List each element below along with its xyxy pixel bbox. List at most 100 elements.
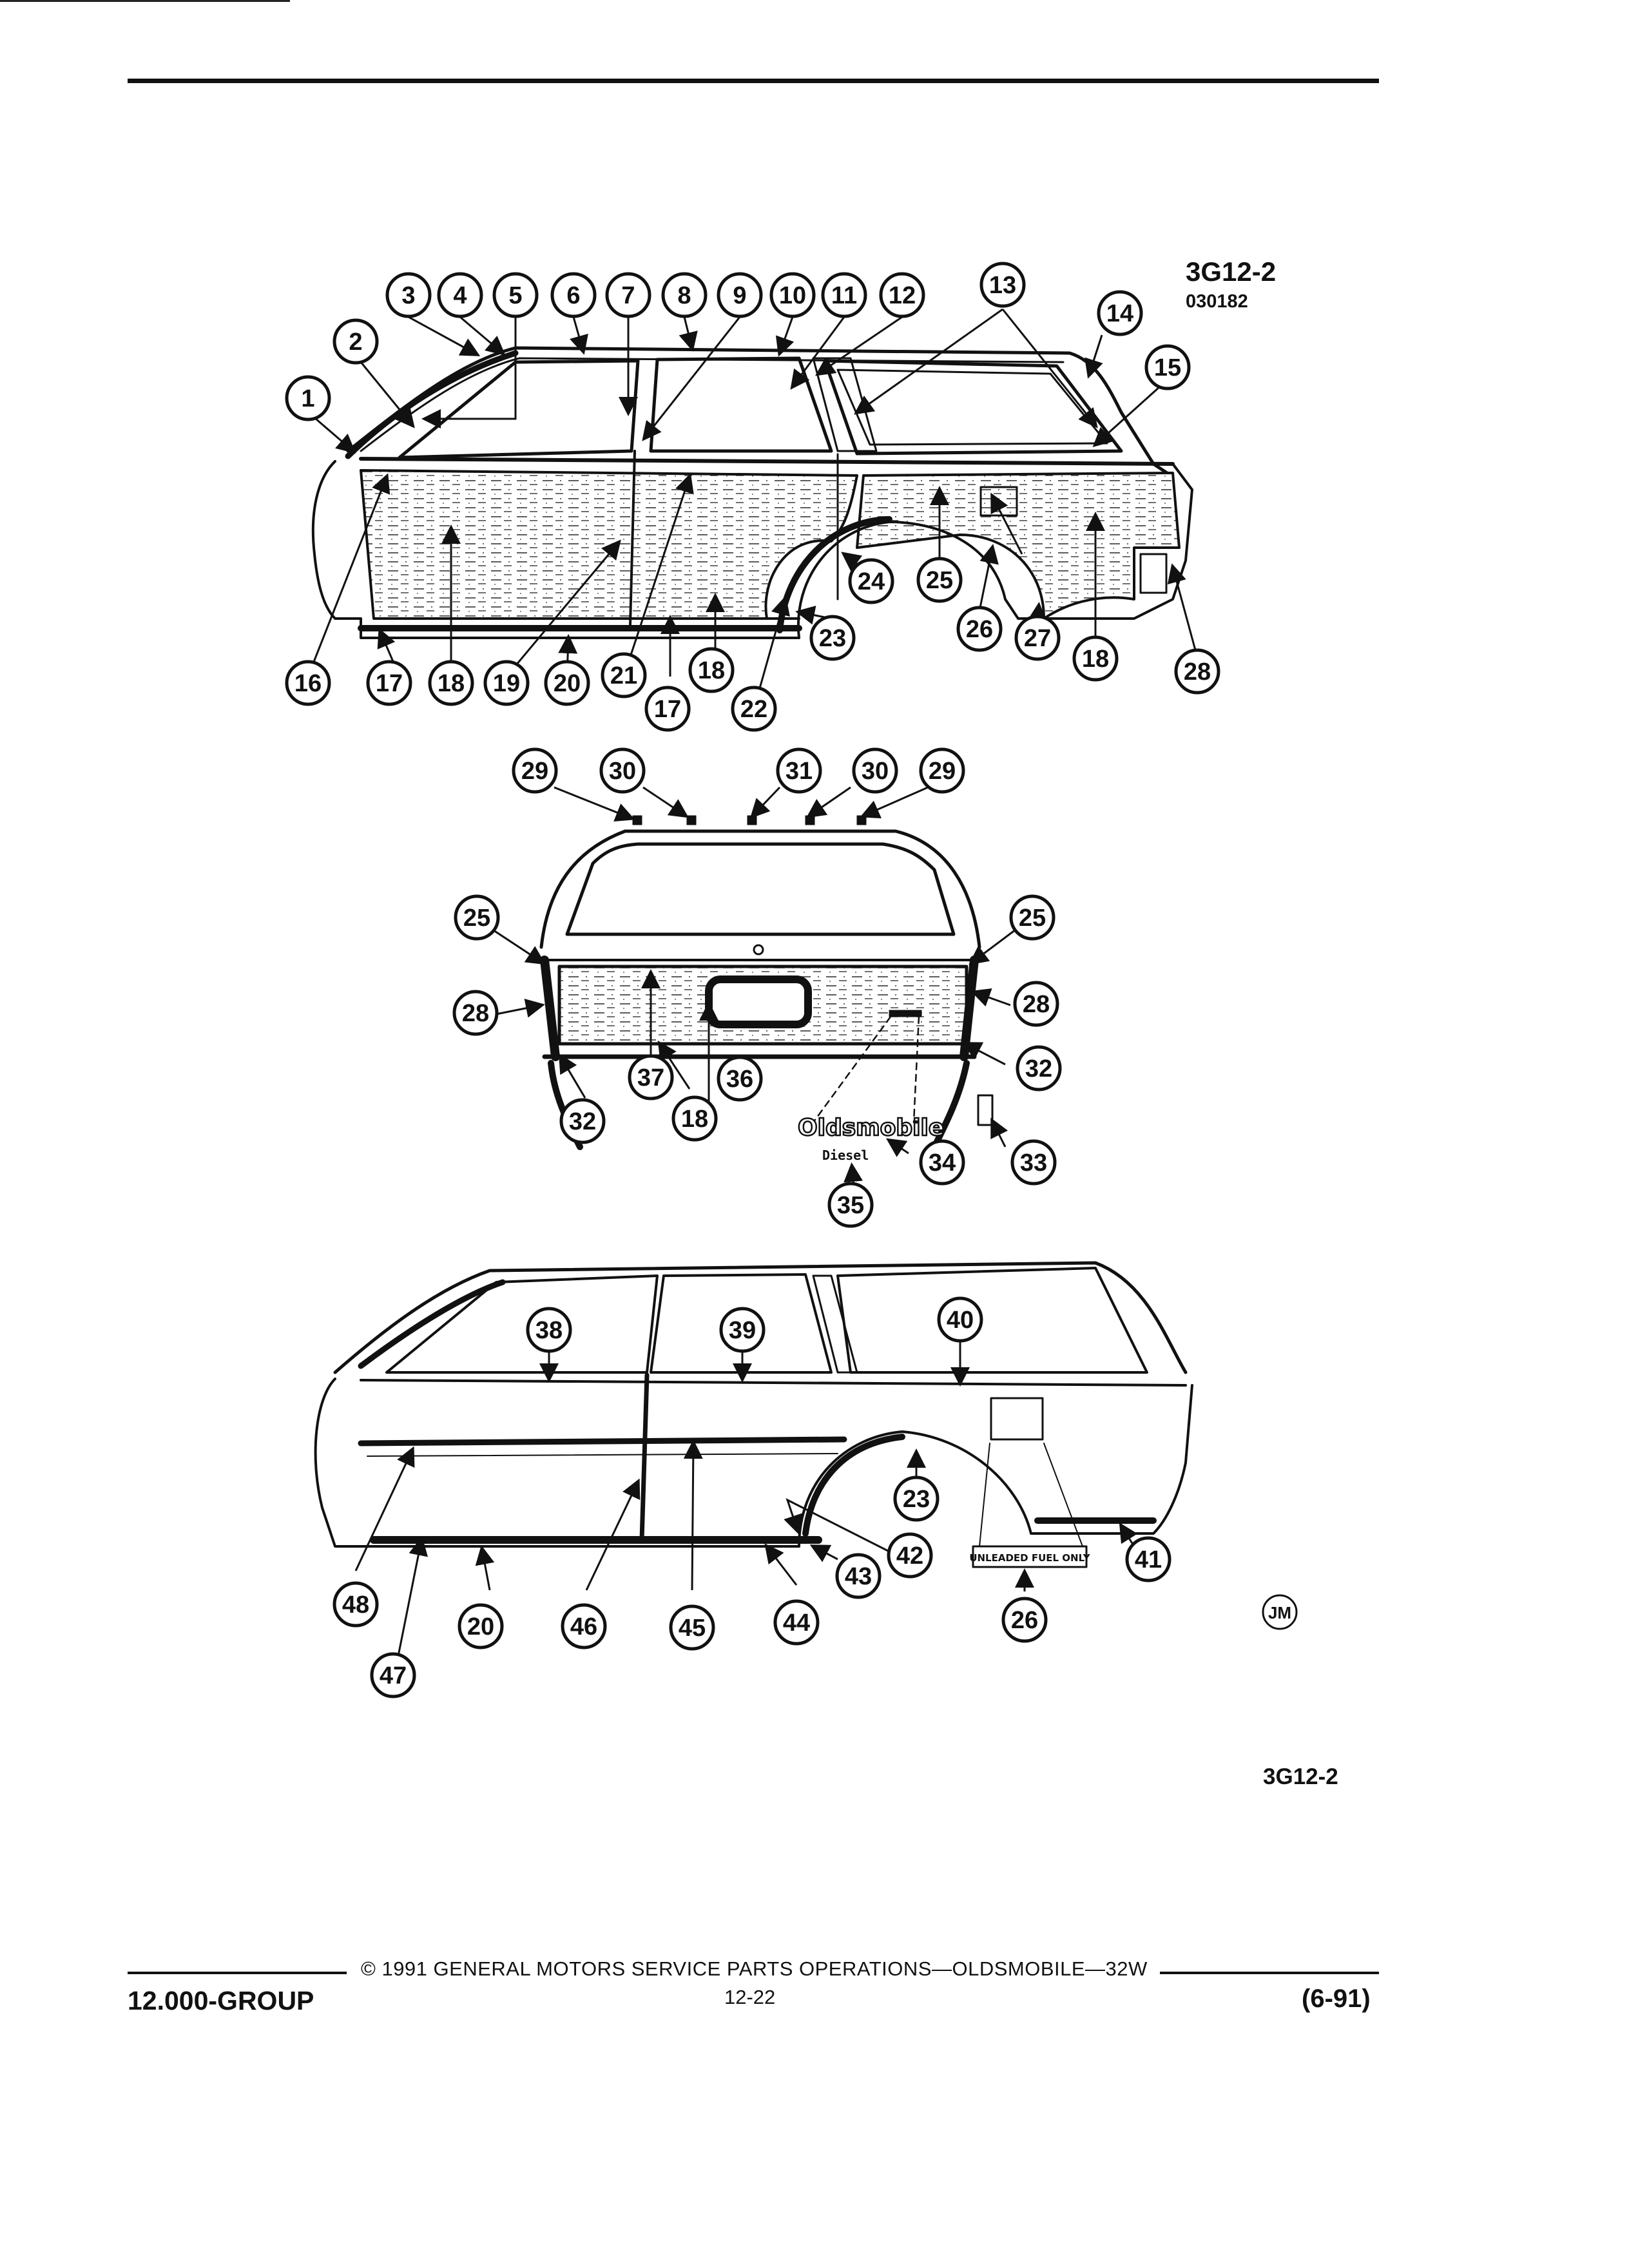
callout-circle-rear_view-4: [919, 747, 965, 794]
callout-circle-lower_view-12: [1001, 1597, 1048, 1643]
callout-circle-rear_view-10: [717, 1055, 763, 1102]
callout-circle-lower_view-10: [669, 1604, 715, 1651]
callout-label-side_view-12: 13: [989, 272, 1016, 299]
callout-label-side_view-30: 28: [1184, 658, 1211, 686]
callout-label-rear_view-2: 31: [786, 758, 813, 785]
callout-label-rear_view-1: 30: [609, 758, 636, 785]
callout-circle-side_view-15: [285, 660, 331, 706]
footer-page-number: 12-22: [724, 1986, 776, 2008]
figure-sub-code: 030182: [1186, 291, 1248, 312]
callout-label-side_view-21: 17: [654, 696, 681, 723]
callout-circle-lower_view-5: [835, 1553, 882, 1599]
callout-label-lower_view-7: 48: [342, 1591, 369, 1619]
callout-circle-lower_view-8: [458, 1603, 504, 1649]
callout-circle-side_view-4: [492, 272, 539, 318]
callout-label-side_view-24: 23: [819, 625, 846, 652]
callout-circle-side_view-7: [661, 272, 708, 318]
callout-circle-lower_view-6: [1125, 1536, 1171, 1582]
callout-label-side_view-19: 20: [554, 670, 581, 697]
callout-circle-rear_view-0: [512, 747, 558, 794]
callout-label-rear_view-13: 32: [569, 1108, 596, 1135]
callout-label-side_view-20: 21: [610, 662, 637, 689]
callout-circle-rear_view-12: [1016, 1045, 1062, 1091]
callout-circle-rear_view-16: [827, 1182, 874, 1228]
callout-label-rear_view-8: 28: [1023, 991, 1050, 1018]
callout-label-lower_view-8: 20: [467, 1613, 494, 1640]
callout-circle-rear_view-6: [1009, 894, 1055, 941]
callout-circle-side_view-2: [385, 272, 432, 318]
callout-circle-side_view-19: [544, 660, 590, 706]
callout-circle-side_view-14: [1144, 344, 1191, 390]
callout-circle-side_view-29: [1072, 635, 1119, 682]
callout-label-side_view-6: 7: [621, 282, 635, 309]
callout-circle-side_view-28: [1014, 615, 1061, 661]
callout-circle-side_view-6: [605, 272, 651, 318]
callout-label-side_view-25: 24: [858, 568, 885, 595]
callout-circle-rear_view-14: [919, 1139, 965, 1186]
callout-label-rear_view-7: 28: [462, 1000, 489, 1027]
callout-label-side_view-0: 1: [301, 385, 314, 412]
callout-circle-side_view-3: [437, 272, 483, 318]
callout-label-rear_view-16: 35: [837, 1192, 864, 1219]
lower-view-wagon: [314, 1261, 1193, 1568]
callout-circle-lower_view-1: [719, 1307, 766, 1353]
callout-label-side_view-18: 19: [493, 670, 520, 697]
callout-label-lower_view-5: 43: [845, 1563, 872, 1590]
callout-circle-side_view-23: [731, 686, 777, 732]
callout-label-rear_view-12: 32: [1025, 1055, 1052, 1082]
callout-circle-lower_view-0: [526, 1307, 572, 1353]
emblem-diesel: Diesel: [822, 1148, 869, 1163]
callout-label-rear_view-11: 18: [681, 1106, 708, 1133]
callout-circle-side_view-16: [366, 660, 412, 706]
artist-mark-circle: [1262, 1594, 1298, 1630]
callout-label-lower_view-11: 44: [783, 1610, 810, 1637]
callout-circle-rear_view-3: [852, 747, 898, 794]
callout-circle-side_view-25: [848, 558, 894, 604]
callout-label-side_view-13: 14: [1106, 300, 1133, 327]
callout-circle-side_view-26: [916, 557, 963, 603]
callout-label-lower_view-4: 42: [896, 1542, 923, 1570]
callout-label-side_view-8: 9: [733, 282, 746, 309]
footer-group: 12.000-GROUP: [128, 1986, 314, 2015]
callout-label-side_view-4: 5: [508, 282, 522, 309]
callout-circle-side_view-0: [285, 375, 331, 421]
callout-circle-lower_view-13: [370, 1652, 416, 1698]
callout-label-rear_view-15: 33: [1020, 1149, 1047, 1177]
leader-lines: [307, 308, 1199, 709]
footer-copyright: © 1991 GENERAL MOTORS SERVICE PARTS OPER…: [361, 1957, 1148, 1980]
callout-label-side_view-28: 27: [1024, 625, 1051, 652]
callout-circle-side_view-11: [879, 272, 925, 318]
callout-circle-lower_view-3: [893, 1475, 940, 1522]
artist-mark: JM: [1268, 1603, 1291, 1622]
callout-label-side_view-23: 22: [740, 696, 767, 723]
callout-label-rear_view-4: 29: [929, 758, 956, 785]
callout-label-side_view-26: 25: [926, 567, 953, 594]
callout-label-rear_view-6: 25: [1019, 905, 1046, 932]
callout-label-side_view-17: 18: [438, 670, 465, 697]
callout-label-lower_view-10: 45: [679, 1615, 706, 1642]
callout-label-side_view-29: 18: [1082, 646, 1109, 673]
side-view-wagon: [311, 346, 1193, 639]
callout-label-rear_view-14: 34: [929, 1149, 956, 1177]
callout-label-side_view-3: 4: [453, 282, 467, 309]
callout-circle-side_view-5: [550, 272, 597, 318]
callout-circle-rear_view-1: [599, 747, 646, 794]
callout-label-lower_view-3: 23: [903, 1486, 930, 1513]
callout-circle-side_view-9: [769, 272, 816, 318]
footer-rule-left: [128, 1972, 347, 1974]
leader-lines-lower: [354, 1340, 1138, 1657]
callout-label-side_view-7: 8: [677, 282, 691, 309]
callout-circle-rear_view-5: [454, 894, 500, 941]
leader-lines-rear: [489, 786, 1019, 1189]
callout-circle-side_view-13: [1097, 290, 1143, 336]
callout-circle-rear_view-8: [1013, 981, 1059, 1027]
callout-circle-lower_view-2: [937, 1296, 983, 1343]
callout-label-side_view-15: 16: [294, 670, 322, 697]
callout-circle-rear_view-13: [559, 1098, 606, 1144]
callout-label-side_view-9: 10: [779, 282, 806, 309]
callout-circle-rear_view-7: [452, 990, 499, 1036]
callout-label-side_view-16: 17: [376, 670, 403, 697]
callout-label-lower_view-0: 38: [535, 1317, 563, 1344]
